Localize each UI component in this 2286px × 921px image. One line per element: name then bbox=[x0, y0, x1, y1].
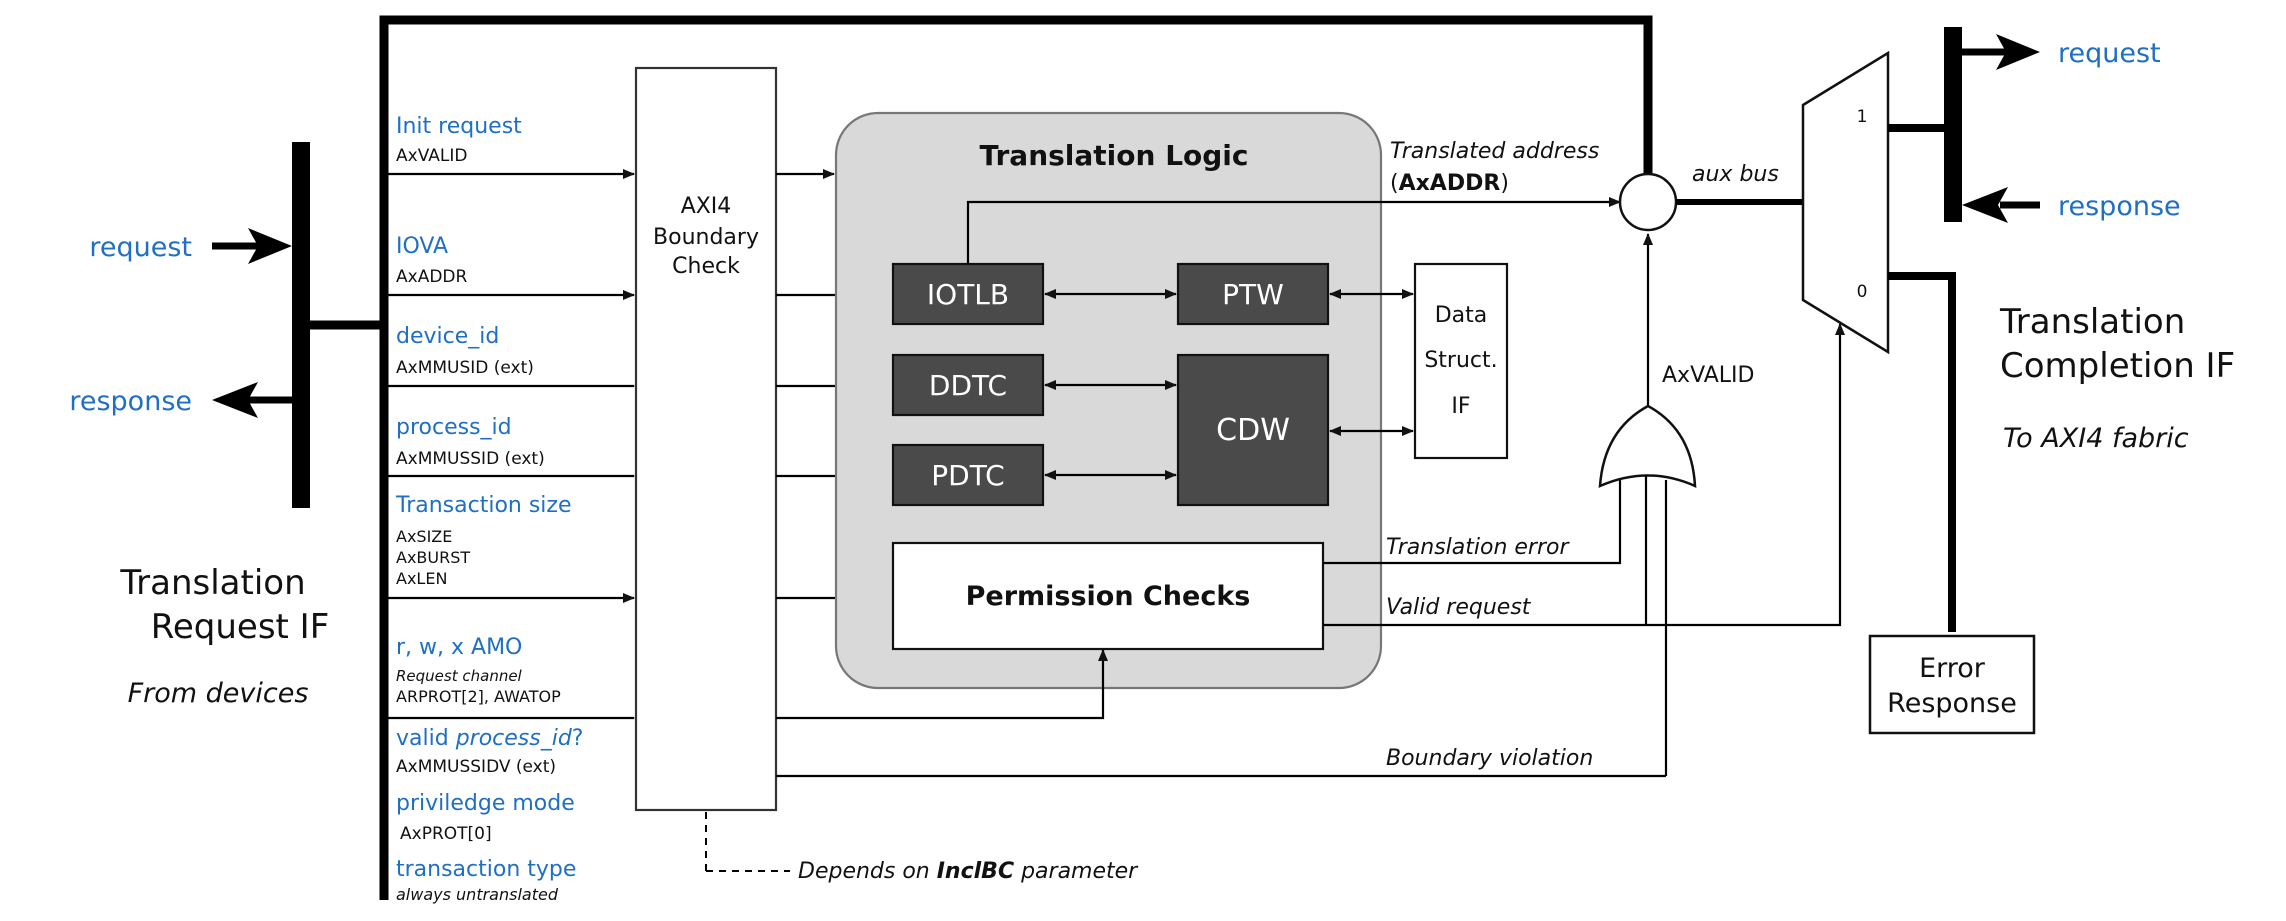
right-title-line1: Translation bbox=[1999, 302, 2185, 342]
left-title-line2: Request IF bbox=[151, 607, 330, 647]
right-response-label: response bbox=[2058, 191, 2181, 222]
signal-privilege-mode: priviledge mode bbox=[396, 791, 575, 816]
svg-text:Boundary: Boundary bbox=[653, 225, 759, 250]
svg-text:IF: IF bbox=[1451, 394, 1470, 419]
signal-device-id-detail: AxMMUSID (ext) bbox=[396, 358, 534, 378]
cdw-box bbox=[1176, 353, 1330, 507]
right-interface: request response Translation Completion … bbox=[1944, 27, 2235, 454]
signal-rwx-amo: r, w, x AMO bbox=[396, 635, 522, 660]
svg-text:0: 0 bbox=[1857, 282, 1868, 302]
signal-valid-process-id: valid process_id? bbox=[396, 726, 583, 751]
right-response-arrowhead bbox=[1962, 187, 2008, 223]
svg-text:AXI4: AXI4 bbox=[681, 194, 732, 219]
right-request-arrowhead bbox=[1996, 34, 2040, 70]
axaddr-label: (AxADDR) bbox=[1390, 171, 1509, 196]
translated-address-label: Translated address bbox=[1390, 139, 1599, 164]
signal-always-untranslated: always untranslated bbox=[396, 885, 559, 904]
signal-iova: IOVA bbox=[396, 234, 448, 259]
right-title-line2: Completion IF bbox=[2000, 346, 2235, 386]
signal-process-id-detail: AxMMUSSID (ext) bbox=[396, 449, 545, 469]
rwx-to-permission-line bbox=[776, 649, 1108, 720]
signal-axsize: AxSIZE bbox=[396, 527, 452, 546]
translation-error-label: Translation error bbox=[1386, 535, 1570, 560]
svg-text:IOTLB: IOTLB bbox=[927, 278, 1009, 311]
svg-text:Response: Response bbox=[1887, 688, 2017, 719]
signal-axlen: AxLEN bbox=[396, 569, 447, 588]
svg-text:Check: Check bbox=[672, 254, 740, 279]
boundary-violation-label: Boundary violation bbox=[1386, 746, 1593, 771]
svg-text:PTW: PTW bbox=[1222, 278, 1284, 311]
signal-device-id: device_id bbox=[396, 324, 499, 349]
svg-text:PDTC: PDTC bbox=[931, 459, 1004, 492]
data-struct-if: Data Struct. IF bbox=[1413, 262, 1509, 460]
left-title-line1: Translation bbox=[119, 563, 305, 603]
signal-init-request: Init request bbox=[396, 114, 522, 139]
svg-text:DDTC: DDTC bbox=[929, 369, 1007, 402]
ddtc-box bbox=[891, 353, 1045, 417]
left-request-arrowhead bbox=[248, 228, 292, 264]
left-bus-bar bbox=[292, 142, 310, 508]
translation-logic-title: Translation Logic bbox=[979, 139, 1248, 172]
left-response-arrowhead bbox=[212, 382, 258, 418]
signal-transaction-type: transaction type bbox=[396, 857, 576, 882]
signal-iova-detail: AxADDR bbox=[396, 267, 468, 287]
error-response-box: Error Response bbox=[1868, 634, 2036, 735]
axi4-boundary-check: AXI4 Boundary Check bbox=[634, 66, 778, 812]
merge-node bbox=[1618, 172, 1678, 232]
left-response-label: response bbox=[69, 386, 192, 417]
right-bus-bar bbox=[1944, 27, 1962, 222]
aux-bus-label: aux bus bbox=[1692, 162, 1779, 187]
depends-on-label: Depends on InclBC parameter bbox=[798, 859, 1139, 884]
mux-out-0 bbox=[1888, 272, 1956, 632]
svg-text:Permission Checks: Permission Checks bbox=[966, 581, 1251, 612]
signal-transaction-size: Transaction size bbox=[395, 493, 572, 518]
axvalid-label: AxVALID bbox=[1662, 363, 1754, 388]
signal-axburst: AxBURST bbox=[396, 548, 470, 567]
signal-init-request-detail: AxVALID bbox=[396, 146, 467, 166]
valid-request-label: Valid request bbox=[1386, 595, 1532, 620]
output-mux: 1 0 bbox=[1801, 50, 1890, 355]
left-subtitle: From devices bbox=[128, 678, 309, 709]
left-interface: request response Translation Request IF … bbox=[69, 142, 386, 709]
signal-process-id: process_id bbox=[396, 415, 512, 440]
valid-request-line bbox=[1323, 323, 1845, 627]
or-gate bbox=[1598, 404, 1697, 488]
signal-request-channel: Request channel bbox=[396, 667, 523, 685]
signal-axmmussidv: AxMMUSSIDV (ext) bbox=[396, 757, 556, 777]
permission-checks-box bbox=[891, 541, 1325, 651]
svg-text:CDW: CDW bbox=[1216, 413, 1290, 448]
svg-text:1: 1 bbox=[1857, 107, 1868, 127]
signal-arprot: ARPROT[2], AWATOP bbox=[396, 687, 561, 706]
ptw-box bbox=[1176, 262, 1330, 326]
right-request-label: request bbox=[2058, 38, 2161, 69]
translated-address-line bbox=[966, 197, 1621, 264]
svg-text:Struct.: Struct. bbox=[1424, 348, 1497, 373]
svg-text:Error: Error bbox=[1919, 653, 1986, 684]
left-request-label: request bbox=[89, 232, 192, 263]
signal-list: Init request AxVALID IOVA AxADDR device_… bbox=[395, 114, 583, 904]
svg-text:Data: Data bbox=[1435, 303, 1488, 328]
translation-error-line bbox=[1323, 480, 1622, 565]
pdtc-box bbox=[891, 443, 1045, 507]
top-bypass-bus bbox=[379, 15, 1653, 900]
translation-logic: Translation Logic IOTLB PTW DDTC PDTC CD… bbox=[834, 111, 1414, 690]
signal-axprot0: AxPROT[0] bbox=[400, 824, 492, 844]
right-subtitle: To AXI4 fabric bbox=[2003, 423, 2189, 454]
iotlb-box bbox=[891, 262, 1045, 326]
